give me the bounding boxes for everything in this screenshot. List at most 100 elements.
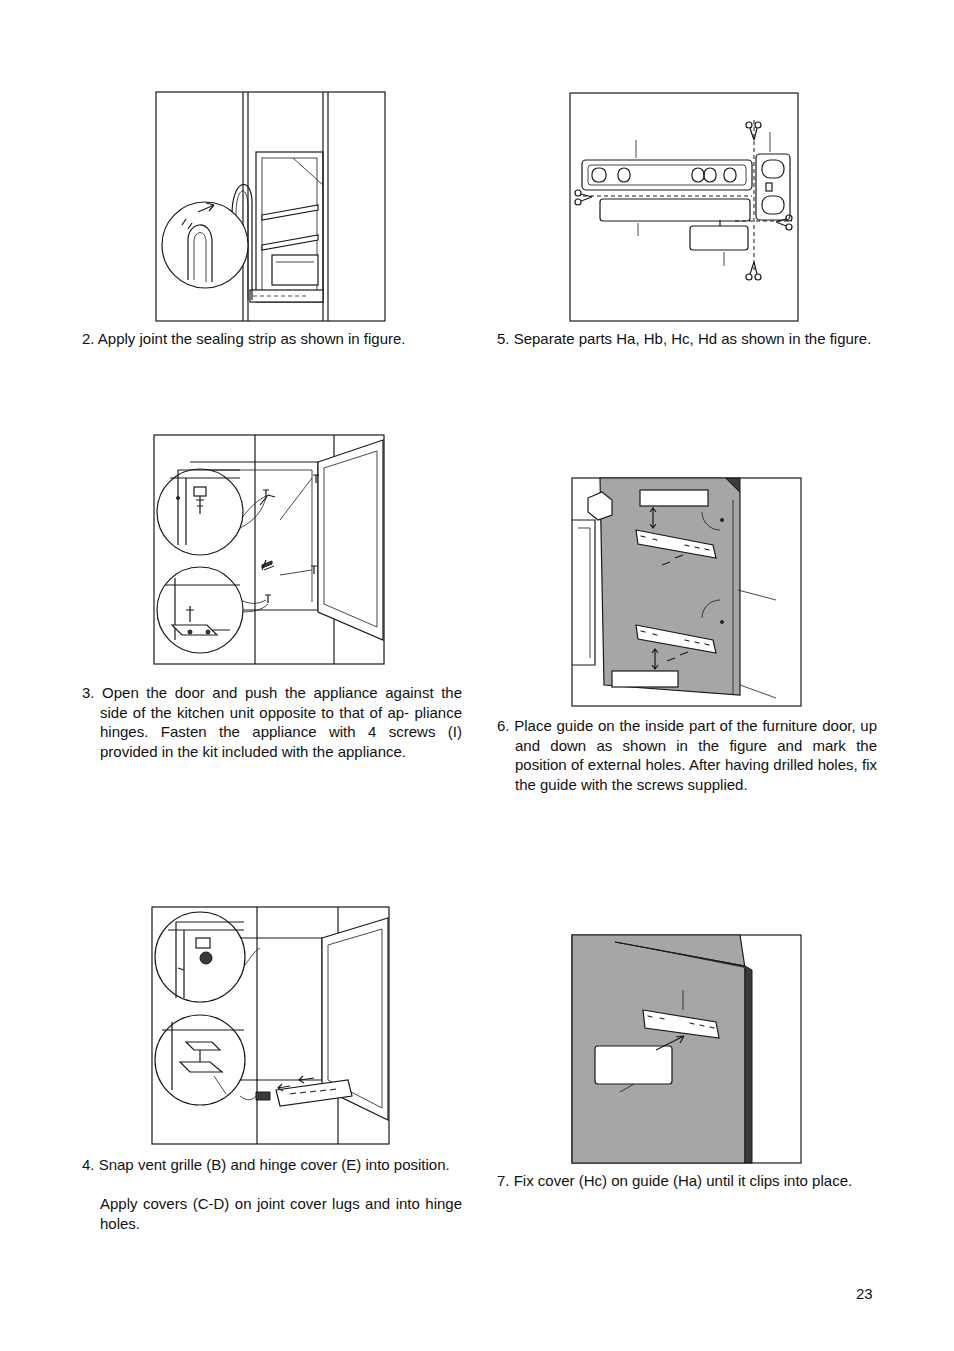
figure-place-guide xyxy=(721,621,724,624)
figure-sealing-strip xyxy=(156,92,385,321)
figure-sealing-strip xyxy=(250,290,323,302)
figure-separate-parts xyxy=(575,122,792,280)
figure-fix-cover xyxy=(572,935,745,1163)
figure-fasten-appliance xyxy=(324,451,377,627)
figure-separate-parts xyxy=(600,199,750,221)
figure-place-guide xyxy=(662,555,688,661)
figure-sealing-strip xyxy=(327,92,328,321)
figure-place-guide xyxy=(738,590,776,600)
figure-sealing-strip xyxy=(188,225,212,282)
figure-separate-parts xyxy=(755,122,761,128)
figure-separate-parts xyxy=(592,168,606,182)
figure-fix-cover xyxy=(595,1046,672,1084)
figure-vent-grille xyxy=(178,968,184,970)
figure-fasten-appliance xyxy=(265,595,271,603)
figure-sealing-strip xyxy=(256,152,323,302)
figure-place-guide xyxy=(578,528,590,658)
figure-fasten-appliance xyxy=(240,600,266,603)
figure-fasten-appliance xyxy=(170,470,240,545)
figure-separate-parts xyxy=(735,221,792,222)
figure-vent-grille xyxy=(256,907,257,1144)
figure-vent-grille xyxy=(276,1080,352,1106)
figure-fasten-appliance xyxy=(280,570,312,575)
figure-vent-grille xyxy=(256,1092,270,1100)
figure-fasten-appliance xyxy=(186,606,194,622)
figure-fasten-appliance xyxy=(177,497,180,500)
figure-sealing-strip xyxy=(242,92,243,321)
figure-separate-parts xyxy=(770,132,771,152)
step-caption: 7. Fix cover (Hc) on guide (Ha) until it… xyxy=(497,1171,877,1191)
figure-separate-parts xyxy=(719,220,720,226)
figure-fasten-appliance xyxy=(157,469,243,555)
figure-vent-grille xyxy=(152,907,389,1144)
figure-sealing-strip xyxy=(262,158,317,298)
figure-separate-parts xyxy=(776,219,786,226)
figure-vent-grille xyxy=(200,952,212,964)
figure-fasten-appliance xyxy=(172,625,217,635)
figure-vent-grille xyxy=(152,907,389,1144)
figure-fasten-appliance xyxy=(240,498,266,528)
figure-vent-grille xyxy=(155,1015,245,1105)
figure-fasten-appliance xyxy=(154,435,384,664)
figure-fasten-appliance xyxy=(254,435,255,664)
figure-separate-parts xyxy=(575,199,581,205)
figure-fasten-appliance xyxy=(165,578,240,640)
figure-fasten-appliance xyxy=(318,440,383,640)
figure-separate-parts xyxy=(755,274,761,280)
figure-vent-grille xyxy=(196,938,210,948)
figure-place-guide xyxy=(733,500,734,695)
figure-fasten-appliance xyxy=(194,487,206,496)
figure-vent-grille xyxy=(278,1084,290,1091)
figure-separate-parts xyxy=(750,128,757,140)
figure-sealing-strip xyxy=(272,255,318,285)
figure-sealing-strip xyxy=(262,205,318,220)
figure-fix-cover xyxy=(656,1036,684,1050)
step-caption: 6. Place guide on the inside part of the… xyxy=(497,716,877,794)
figure-place-guide xyxy=(662,555,683,565)
figure-place-guide xyxy=(721,519,724,522)
figure-sealing-strip xyxy=(162,202,248,288)
figure-fasten-appliance xyxy=(157,567,243,653)
figure-fasten-appliance xyxy=(280,478,312,520)
figure-sealing-strip xyxy=(206,203,214,211)
figure-fasten-appliance xyxy=(196,496,204,514)
figure-separate-parts xyxy=(724,168,736,182)
figure-fasten-appliance xyxy=(188,630,192,634)
figure-separate-parts xyxy=(581,194,592,201)
figure-fix-cover xyxy=(620,1084,634,1092)
figure-vent-grille xyxy=(199,1050,200,1062)
figure-separate-parts xyxy=(756,154,790,220)
figure-sealing-strip xyxy=(253,296,306,297)
figure-separate-parts xyxy=(638,223,639,236)
figure-vent-grille xyxy=(299,1076,314,1083)
figure-sealing-strip xyxy=(262,235,318,250)
figure-vent-grille xyxy=(155,912,245,1002)
figure-place-guide xyxy=(600,478,740,695)
figure-separate-parts xyxy=(786,224,792,230)
figure-fasten-appliance xyxy=(313,475,319,483)
figure-fix-cover xyxy=(572,935,801,1163)
figure-place-guide xyxy=(650,508,656,528)
figure-fix-cover xyxy=(648,1016,714,1028)
figure-vent-grille xyxy=(214,1076,226,1094)
figure-separate-parts xyxy=(570,93,798,321)
figure-separate-parts xyxy=(692,168,704,182)
figure-fix-cover xyxy=(615,942,745,966)
figure-fasten-appliance xyxy=(206,630,210,634)
step-caption: 2. Apply joint the sealing strip as show… xyxy=(82,329,462,349)
step-caption: 5. Separate parts Ha, Hb, Hc, Hd as show… xyxy=(497,329,877,349)
figure-separate-parts xyxy=(636,140,637,158)
figure-separate-parts xyxy=(766,183,772,191)
figure-fasten-appliance xyxy=(260,495,275,505)
step-caption: 3. Open the door and push the appliance … xyxy=(82,683,462,761)
figure-vent-grille xyxy=(290,1089,336,1094)
figure-place-guide xyxy=(702,600,720,618)
figure-vent-grille xyxy=(162,1022,244,1090)
figure-separate-parts xyxy=(762,160,784,178)
step-caption: 4. Snap vent grille (B) and hinge cover … xyxy=(82,1155,462,1175)
figure-sealing-strip xyxy=(276,262,314,263)
figure-separate-parts xyxy=(746,274,752,280)
figure-separate-parts xyxy=(704,168,716,182)
figure-place-guide xyxy=(636,530,716,558)
